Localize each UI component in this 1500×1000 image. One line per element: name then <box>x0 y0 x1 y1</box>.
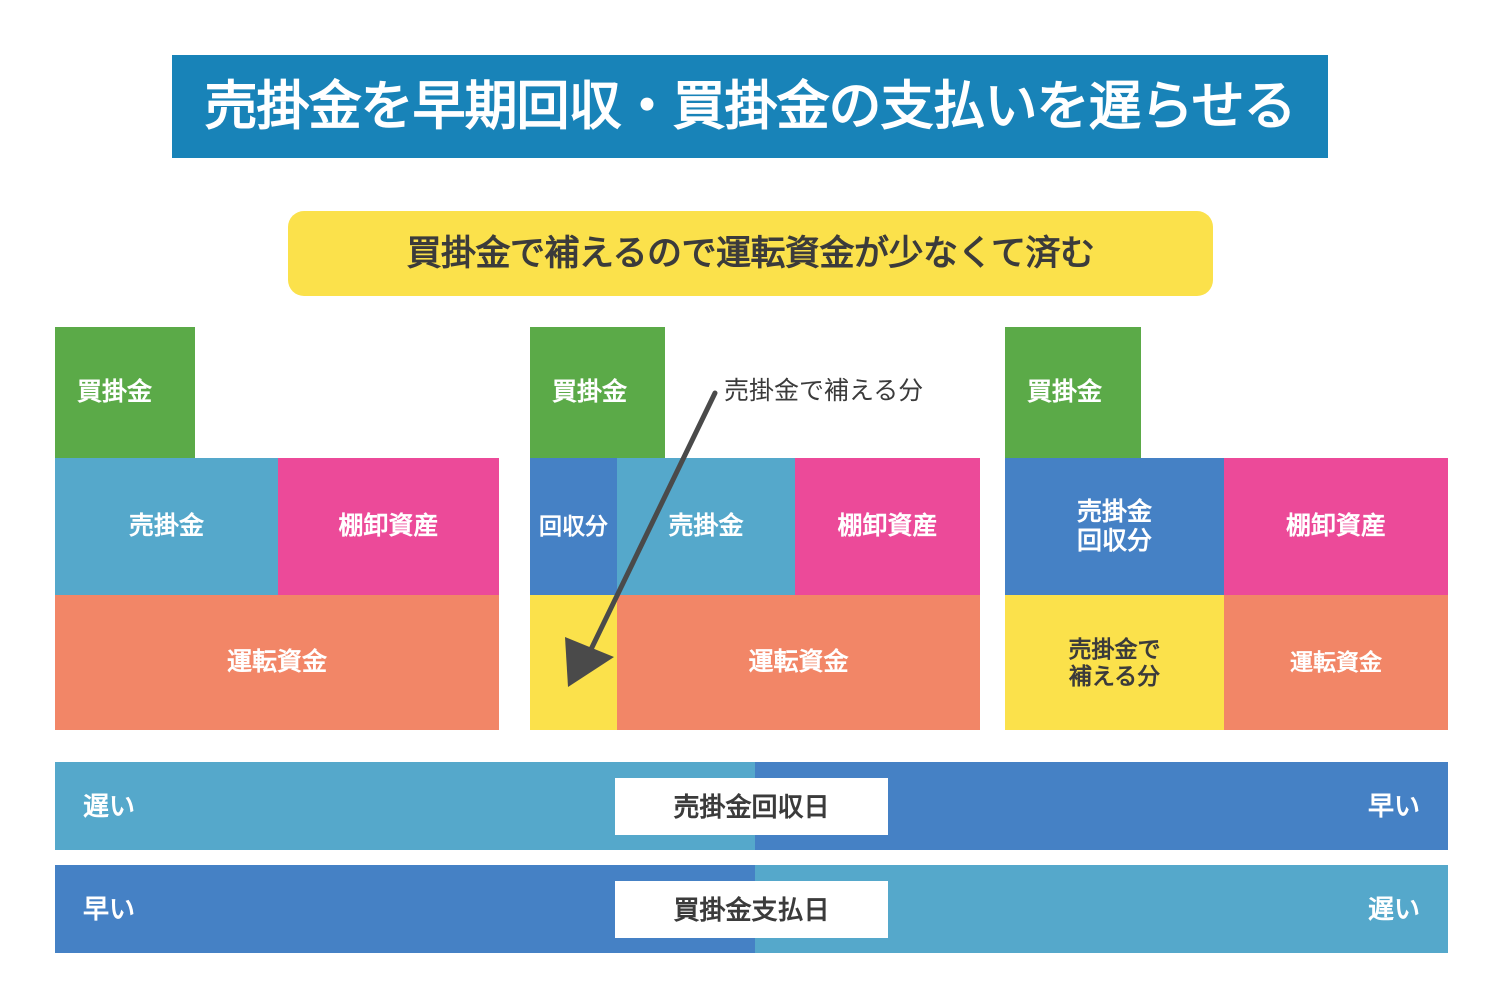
title-banner: 売掛金を早期回収・買掛金の支払いを遅らせる <box>172 55 1328 158</box>
col3-covered-line1: 売掛金で <box>1068 636 1161 663</box>
timeline-bar-receivable: 遅い 早い 売掛金回収日 <box>55 762 1448 850</box>
col3-covered-line2: 補える分 <box>1068 662 1161 689</box>
col3-block-working-capital: 運転資金 <box>1224 595 1448 730</box>
col1-block-inventory: 棚卸資産 <box>278 458 499 595</box>
timeline-bar-payable: 早い 遅い 買掛金支払日 <box>55 865 1448 953</box>
col3-block-covered-by-receivable: 売掛金で 補える分 <box>1005 595 1224 730</box>
timeline2-center-box: 買掛金支払日 <box>615 881 888 938</box>
col2-block-collected-portion: 回収分 <box>530 458 617 595</box>
col2-block-inventory: 棚卸資産 <box>795 458 980 595</box>
timeline2-right-label: 遅い <box>1367 894 1420 924</box>
timeline2-center-label: 買掛金支払日 <box>673 894 830 925</box>
col1-block-accounts-payable: 買掛金 <box>55 327 195 458</box>
subtitle-text: 買掛金で補えるので運転資金が少なくて済む <box>406 234 1095 273</box>
timeline1-center-label: 売掛金回収日 <box>673 791 830 822</box>
timeline1-center-box: 売掛金回収日 <box>615 778 888 835</box>
annotation-label: 売掛金で補える分 <box>724 377 924 405</box>
col2-block-accounts-payable: 買掛金 <box>530 327 665 458</box>
col2-block-covered-portion <box>530 595 617 730</box>
col2-block-accounts-receivable: 売掛金 <box>617 458 795 595</box>
timeline1-right-label: 早い <box>1367 791 1420 821</box>
col3-receivable-collected-line1: 売掛金 <box>1076 497 1152 526</box>
timeline2-left-label: 早い <box>83 894 136 924</box>
col1-block-accounts-receivable: 売掛金 <box>55 458 278 595</box>
col3-block-accounts-payable: 買掛金 <box>1005 327 1141 458</box>
timeline1-left-label: 遅い <box>83 791 136 821</box>
page-title: 売掛金を早期回収・買掛金の支払いを遅らせる <box>204 77 1297 136</box>
col3-block-inventory: 棚卸資産 <box>1224 458 1448 595</box>
subtitle-pill: 買掛金で補えるので運転資金が少なくて済む <box>288 211 1213 296</box>
col2-block-working-capital: 運転資金 <box>617 595 980 730</box>
col3-receivable-collected-line2: 回収分 <box>1076 526 1152 555</box>
col3-block-receivable-collected: 売掛金 回収分 <box>1005 458 1224 595</box>
col1-block-working-capital: 運転資金 <box>55 595 499 730</box>
